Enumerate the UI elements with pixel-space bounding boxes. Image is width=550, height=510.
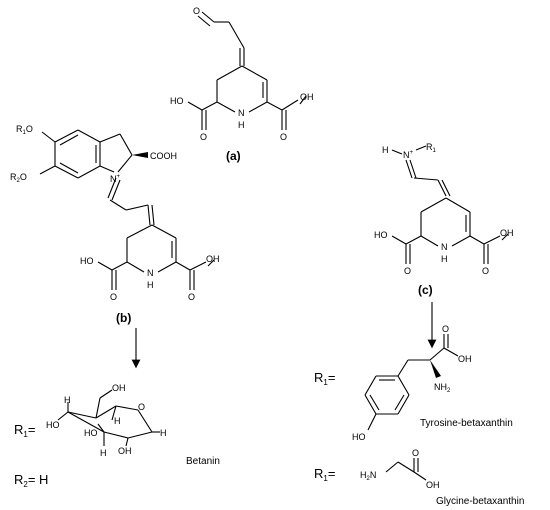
glycine-o: O [412, 448, 419, 458]
tyrosine-betaxanthin-name: Tyrosine-betaxanthin [420, 418, 513, 429]
acid-o-right: O [188, 292, 195, 302]
ring-nitrogen: N [441, 242, 448, 252]
iminium-h: H [382, 145, 389, 155]
tyrosine-o: O [442, 324, 449, 334]
ring-nh-h: H [147, 280, 154, 290]
acid-o-left: O [200, 132, 207, 142]
r1-equals-tyrosine: R1= [314, 370, 335, 387]
acid-o-right: O [482, 266, 489, 276]
betanin-name: Betanin [186, 456, 220, 467]
ring-nh-h: H [238, 120, 245, 130]
iminium-nitrogen: N+ [403, 150, 414, 160]
betanin-structure: R1O R2O N+ COOH HO O N H O OH (b) [10, 124, 220, 325]
label-b: (b) [116, 311, 131, 325]
label-a: (a) [226, 149, 241, 163]
glucose-h-2: H [114, 416, 121, 426]
indoline-nitrogen: N+ [110, 174, 121, 184]
acid-o-left: O [110, 292, 117, 302]
glucose-ho-1: HO [46, 420, 60, 430]
tyrosine-structure: HO O OH NH2 [352, 324, 472, 442]
r1-equals-betanin: R1= [14, 422, 35, 439]
acid-o-right: O [280, 132, 287, 142]
acid-ho-left: HO [374, 230, 388, 240]
glycine-betaxanthin-name: Glycine-betaxanthin [436, 496, 524, 507]
acid-oh-right: OH [300, 92, 314, 102]
iminium-r1: R1 [426, 142, 437, 154]
glycine-oh: OH [426, 480, 440, 490]
glycine-structure: H2N O OH [360, 448, 440, 490]
ring-nh-h: H [441, 254, 448, 264]
tyrosine-ho: HO [352, 432, 366, 442]
acid-ho-left: HO [80, 256, 94, 266]
ring-oxygen: O [138, 402, 145, 412]
r2o-substituent: R2O [10, 172, 27, 184]
r1o-substituent: R1O [16, 124, 33, 136]
tyrosine-nh2: NH2 [434, 382, 451, 394]
betaxanthin-structure: H N+ R1 HO O N H O OH (c) [374, 142, 514, 297]
label-c: (c) [418, 283, 433, 297]
ch2oh-oh: OH [112, 383, 126, 393]
r1-equals-glycine: R1= [314, 466, 335, 483]
tyrosine-oh: OH [458, 354, 472, 364]
glycine-h2n: H2N [360, 470, 376, 482]
betalamic-acid-structure: O HO O N H O OH (a) [170, 6, 314, 163]
glucose-oh: OH [118, 446, 132, 456]
r2-equals-h: R2= H [14, 472, 48, 489]
acid-oh-right: OH [500, 228, 514, 238]
cooh-group: COOH [150, 151, 177, 161]
glucose-h-3: H [100, 448, 107, 458]
acid-o-left: O [404, 266, 411, 276]
glucose-ho-2: HO [84, 428, 98, 438]
ring-nitrogen: N [147, 268, 154, 278]
glucose-h-1: H [64, 395, 71, 405]
acid-ho-left: HO [170, 96, 184, 106]
aldehyde-o: O [193, 6, 200, 16]
ring-nitrogen: N [238, 108, 245, 118]
glucose-structure: OH O H HO HO H H OH H [46, 383, 167, 458]
glucose-h-4: H [160, 428, 167, 438]
acid-oh-right: OH [206, 254, 220, 264]
